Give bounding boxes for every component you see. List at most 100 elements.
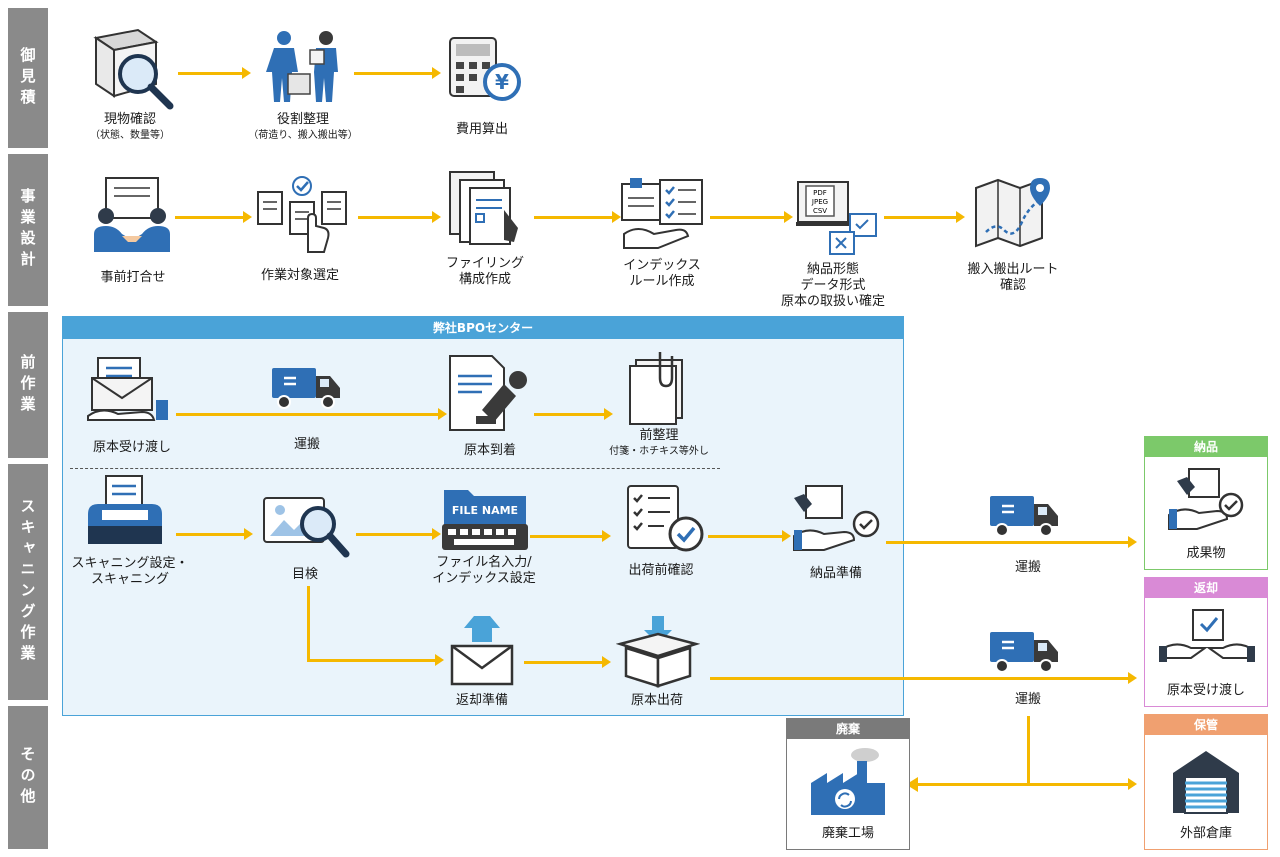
step-label: 納品準備 bbox=[809, 566, 863, 581]
step-label: 搬入搬出ルート確認 bbox=[967, 262, 1059, 293]
handover-icon bbox=[1159, 609, 1255, 662]
image-inspection-icon bbox=[263, 497, 350, 558]
step-label: 運搬 bbox=[293, 437, 321, 452]
flow-arrow bbox=[530, 530, 611, 542]
bpo-center-title: 弊社BPOセンター bbox=[63, 317, 903, 339]
phase-label: 御見積 bbox=[18, 46, 37, 110]
warehouse-icon bbox=[1173, 751, 1239, 814]
format-pdf: PDF bbox=[813, 189, 827, 197]
document-selection-icon bbox=[257, 176, 347, 253]
flow-line bbox=[307, 586, 310, 662]
phase-scanning: スキャニング作業 bbox=[8, 464, 48, 700]
arrow-head-left bbox=[906, 777, 918, 792]
output-head: 納品 bbox=[1145, 437, 1267, 457]
output-return: 返却 原本受け渡し bbox=[1144, 577, 1268, 707]
output-disposal: 廃棄 廃棄工場 bbox=[786, 718, 910, 850]
box-magnifier-icon bbox=[93, 28, 174, 110]
output-head: 保管 bbox=[1145, 715, 1267, 735]
output-label: 成果物 bbox=[1186, 546, 1226, 561]
flow-arrow bbox=[178, 67, 251, 79]
route-map-icon bbox=[975, 178, 1050, 248]
step-label: 前整理 bbox=[639, 428, 679, 443]
delivery-prep-icon bbox=[793, 485, 880, 551]
document-stamp-icon bbox=[449, 355, 527, 431]
flow-arrow bbox=[884, 211, 965, 223]
output-head: 廃棄 bbox=[787, 719, 909, 739]
output-head: 返却 bbox=[1145, 578, 1267, 598]
step-label: ファイリング構成作成 bbox=[445, 256, 525, 287]
flow-arrow bbox=[886, 536, 1137, 548]
phase-label: その他 bbox=[18, 746, 37, 809]
step-label: 作業対象選定 bbox=[260, 268, 340, 283]
svg-text:¥: ¥ bbox=[495, 70, 509, 94]
flow-arrow bbox=[710, 672, 1137, 684]
phase-label: 前作業 bbox=[18, 353, 37, 417]
meeting-handshake-icon bbox=[94, 177, 170, 252]
data-format-icon: PDF JPEG CSV bbox=[796, 181, 877, 255]
index-checklist-icon bbox=[621, 178, 703, 249]
workers-icon bbox=[266, 31, 338, 102]
transport-label: 運搬 bbox=[1014, 560, 1042, 575]
phase-label: 事業設計 bbox=[18, 188, 37, 272]
scanner-icon bbox=[88, 475, 162, 544]
flow-arrow bbox=[708, 530, 791, 542]
transport-label: 運搬 bbox=[1014, 692, 1042, 707]
flow-line bbox=[1027, 716, 1030, 786]
output-storage: 保管 外部倉庫 bbox=[1144, 714, 1268, 850]
step-label: 役割整理 bbox=[276, 112, 330, 127]
step-label: 目検 bbox=[291, 567, 319, 582]
step-label: 費用算出 bbox=[455, 122, 509, 137]
file-name-tag: FILE NAME bbox=[452, 504, 518, 517]
output-label: 外部倉庫 bbox=[1179, 826, 1232, 841]
envelope-handover-icon bbox=[87, 357, 168, 421]
flow-arrow bbox=[175, 211, 252, 223]
phase-label: スキャニング作業 bbox=[18, 498, 37, 666]
flow-arrow bbox=[524, 656, 611, 668]
step-label: ファイル名入力/インデックス設定 bbox=[432, 555, 536, 586]
format-csv: CSV bbox=[813, 207, 827, 215]
step-label: 出荷前確認 bbox=[628, 563, 694, 578]
output-label: 原本受け渡し bbox=[1166, 683, 1245, 698]
factory-recycle-icon bbox=[811, 748, 885, 815]
step-label: 納品形態データ形式原本の取扱い確定 bbox=[780, 262, 886, 309]
flow-arrow bbox=[358, 211, 441, 223]
filing-folder-icon bbox=[449, 171, 518, 245]
shipping-box-icon bbox=[616, 616, 700, 688]
flow-arrow bbox=[534, 211, 621, 223]
step-sublabel: 付箋・ホチキス等外し bbox=[609, 446, 709, 457]
output-delivery: 納品 成果物 bbox=[1144, 436, 1268, 570]
step-label: スキャニング設定・スキャニング bbox=[71, 556, 189, 587]
phase-estimate: 御見積 bbox=[8, 8, 48, 148]
phase-design: 事業設計 bbox=[8, 154, 48, 306]
clipped-papers-icon bbox=[629, 352, 683, 425]
calculator-yen-icon: ¥ bbox=[449, 37, 521, 101]
output-label: 廃棄工場 bbox=[821, 826, 874, 841]
step-label: 事前打合せ bbox=[100, 270, 166, 285]
section-divider bbox=[70, 468, 720, 469]
flow-arrow bbox=[1027, 778, 1137, 790]
truck-icon bbox=[990, 632, 1058, 673]
truck-icon bbox=[272, 368, 340, 409]
step-sublabel: （荷造り、搬入搬出等） bbox=[248, 130, 358, 141]
return-envelope-icon bbox=[450, 616, 514, 686]
flow-arrow bbox=[356, 528, 441, 540]
deliverable-icon bbox=[1168, 468, 1244, 530]
step-label: 原本出荷 bbox=[630, 693, 684, 708]
flow-arrow bbox=[534, 408, 613, 420]
flow-arrow bbox=[176, 408, 447, 420]
step-label: 原本到着 bbox=[463, 443, 517, 458]
step-label: 返却準備 bbox=[455, 693, 509, 708]
pre-shipment-check-icon bbox=[627, 485, 704, 552]
truck-icon bbox=[990, 496, 1058, 537]
flow-arrow bbox=[710, 211, 793, 223]
step-sublabel: （状態、数量等） bbox=[90, 130, 170, 141]
flow-arrow bbox=[176, 528, 253, 540]
flow-line bbox=[916, 783, 1028, 786]
step-label: 現物確認 bbox=[103, 112, 157, 127]
step-label: 原本受け渡し bbox=[92, 440, 172, 455]
format-jpeg: JPEG bbox=[811, 198, 828, 206]
flow-arrow bbox=[307, 654, 444, 666]
step-label: インデックスルール作成 bbox=[623, 258, 701, 289]
phase-pre-work: 前作業 bbox=[8, 312, 48, 458]
